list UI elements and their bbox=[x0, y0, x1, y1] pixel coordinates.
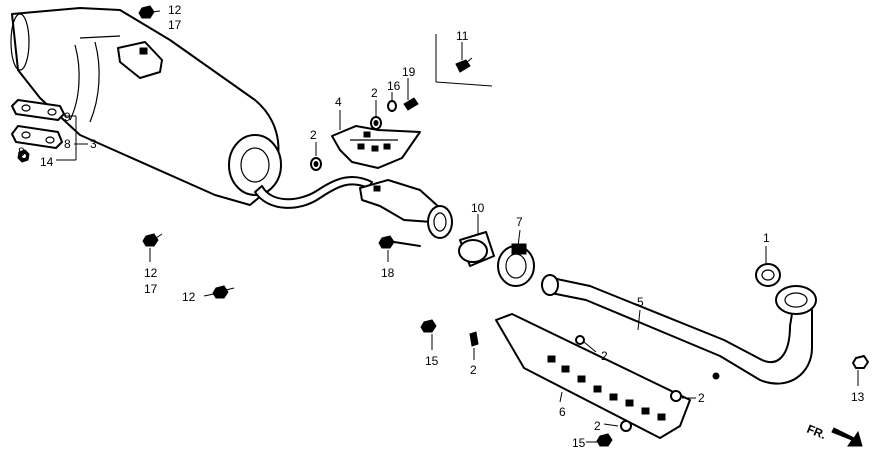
label-12-low: 12 bbox=[182, 290, 196, 304]
label-6: 6 bbox=[559, 405, 566, 419]
muffler-joint bbox=[359, 179, 453, 239]
heat-protector-6 bbox=[495, 313, 691, 439]
label-10: 10 bbox=[471, 201, 485, 215]
gasket-10 bbox=[458, 231, 495, 267]
label-2-a: 2 bbox=[310, 128, 317, 142]
nut-8 bbox=[17, 149, 30, 163]
collar-16 bbox=[387, 100, 397, 112]
bolt-12-mid bbox=[142, 233, 163, 247]
bolt-11 bbox=[455, 57, 473, 73]
label-14: 14 bbox=[40, 155, 54, 169]
label-2-b: 2 bbox=[371, 86, 378, 100]
label-8-a: 8 bbox=[64, 137, 71, 151]
label-5: 5 bbox=[637, 295, 644, 309]
collar-2f bbox=[469, 331, 479, 347]
bolt-18 bbox=[378, 235, 421, 249]
bolt-19 bbox=[403, 97, 419, 111]
label-16: 16 bbox=[387, 79, 401, 93]
label-17-mid: 17 bbox=[144, 282, 158, 296]
label-4: 4 bbox=[335, 95, 342, 109]
bolt-12-top bbox=[138, 5, 161, 19]
label-17-top: 17 bbox=[168, 18, 182, 32]
label-11: 11 bbox=[456, 29, 469, 43]
gasket-plate-9 bbox=[11, 99, 65, 121]
label-8-b: 8 bbox=[18, 145, 25, 159]
bolt-12-low bbox=[212, 285, 235, 299]
gasket-1 bbox=[755, 263, 781, 287]
collar-2d bbox=[670, 390, 682, 402]
label-19: 19 bbox=[402, 65, 416, 79]
label-12-mid: 12 bbox=[144, 266, 158, 280]
clamp-7 bbox=[497, 243, 535, 287]
label-7: 7 bbox=[516, 215, 523, 229]
front-arrow-icon bbox=[831, 427, 863, 447]
collar-2c bbox=[575, 335, 585, 345]
label-front: FR. bbox=[805, 422, 828, 442]
collar-2b bbox=[370, 116, 382, 130]
label-2-f: 2 bbox=[594, 419, 601, 433]
collar-2a bbox=[310, 157, 322, 171]
label-2-e: 2 bbox=[698, 391, 705, 405]
label-15-low: 15 bbox=[572, 436, 586, 450]
nut-13 bbox=[852, 355, 869, 369]
collar-2e bbox=[620, 420, 632, 432]
label-18: 18 bbox=[381, 266, 395, 280]
label-1: 1 bbox=[763, 231, 770, 245]
heat-protector-4 bbox=[331, 125, 421, 169]
label-13: 13 bbox=[851, 390, 865, 404]
label-12-top: 12 bbox=[168, 3, 182, 17]
muffler bbox=[10, 7, 373, 209]
exhaust-pipe-5 bbox=[541, 274, 817, 385]
label-2-c: 2 bbox=[601, 349, 608, 363]
bolt-15-mid bbox=[420, 319, 437, 333]
bolt-15-low bbox=[596, 433, 613, 447]
label-3: 3 bbox=[90, 137, 97, 151]
label-2-d: 2 bbox=[470, 363, 477, 377]
label-9: 9 bbox=[64, 110, 71, 124]
gasket-plate-8 bbox=[11, 125, 63, 149]
label-15-mid: 15 bbox=[425, 354, 439, 368]
bracket-line-11b bbox=[435, 81, 493, 87]
